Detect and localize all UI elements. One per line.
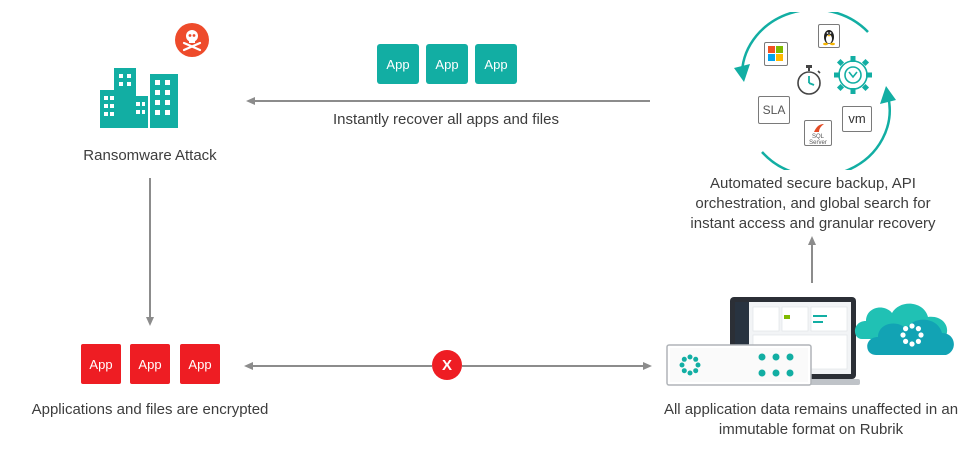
app-tile-encrypted: App <box>130 344 170 384</box>
app-tile-recovered: App <box>426 44 468 84</box>
sla-label: SLA <box>762 103 786 117</box>
app-tile-recovered: App <box>475 44 517 84</box>
sql-server-icon: SQL Server <box>804 120 832 146</box>
skull-crossbones-icon <box>175 23 209 57</box>
sla-icon: SLA <box>758 96 790 124</box>
vmware-icon: vm <box>842 106 872 132</box>
encrypted-caption: Applications and files are encrypted <box>31 401 269 418</box>
vmware-label: vm <box>848 111 866 126</box>
stopwatch-icon <box>797 65 821 95</box>
gear-icon <box>834 56 872 94</box>
rubrik-appliance-icon <box>666 344 812 386</box>
windows-icon <box>764 42 788 66</box>
linux-icon <box>818 24 840 48</box>
backup-caption: Automated secure backup, API orchestrati… <box>690 175 936 232</box>
cycle-arrows-icon <box>734 12 896 170</box>
ransomware-caption: Ransomware Attack <box>83 147 217 164</box>
app-tile-encrypted: App <box>81 344 121 384</box>
cloud-icon <box>854 303 954 355</box>
unaffected-caption: All application data remains unaffected … <box>663 401 959 438</box>
sql-server-label: SQL Server <box>809 134 827 146</box>
app-tile-encrypted: App <box>180 344 220 384</box>
recover-caption: Instantly recover all apps and files <box>333 111 559 128</box>
blocked-mark: X <box>432 350 462 380</box>
app-tile-recovered: App <box>377 44 419 84</box>
building-icon <box>100 68 178 128</box>
